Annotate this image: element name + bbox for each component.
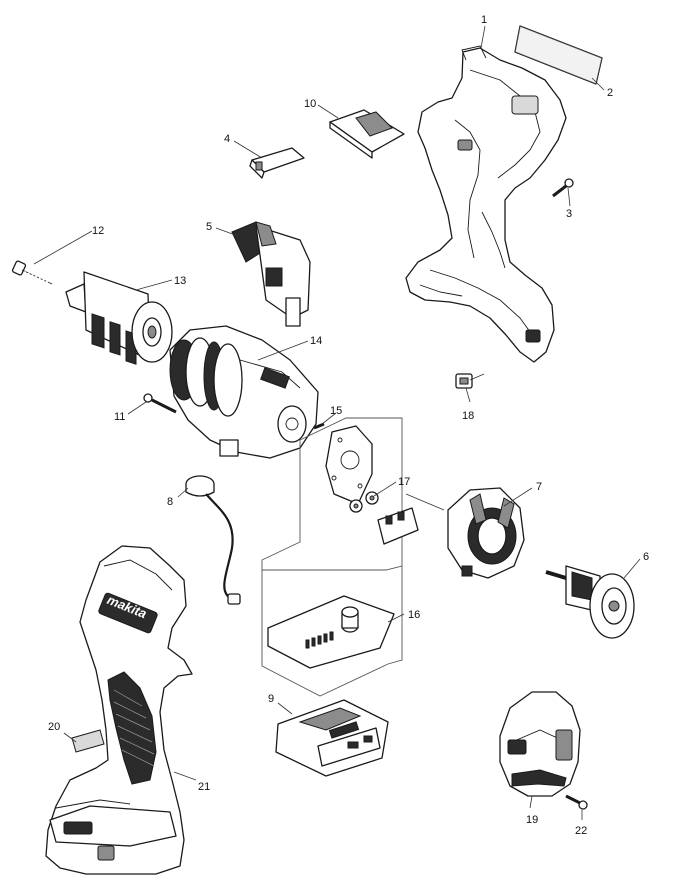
callout-9: 9 (268, 693, 274, 705)
wiring-lead (185, 475, 241, 605)
controller-board (267, 595, 395, 669)
leader-lines (33, 25, 641, 820)
trigger-switch (231, 221, 311, 327)
gear-assembly (169, 325, 319, 459)
callout-17: 17 (398, 476, 410, 488)
callout-22: 22 (575, 825, 587, 837)
callout-18: 18 (462, 410, 474, 422)
callout-13: 13 (174, 275, 186, 287)
terminal-set (349, 491, 419, 545)
motor-rotor (545, 565, 635, 639)
callout-10: 10 (304, 98, 316, 110)
switch-lever (329, 109, 405, 159)
housing-right-half (405, 45, 567, 363)
callout-1: 1 (481, 14, 487, 26)
motor-mounting-plate (325, 425, 373, 505)
clip-part-18 (455, 373, 473, 389)
callout-14: 14 (310, 335, 322, 347)
gear-screw (143, 393, 177, 414)
motor-stator (447, 487, 525, 579)
screw-part-22 (565, 794, 588, 810)
callout-16: 16 (408, 609, 420, 621)
callout-19: 19 (526, 814, 538, 826)
callout-21: 21 (198, 781, 210, 793)
reversing-switch-button (249, 147, 305, 179)
callout-2: 2 (607, 87, 613, 99)
callout-5: 5 (206, 221, 212, 233)
callout-4: 4 (224, 133, 230, 145)
rear-cover (499, 691, 581, 797)
callout-8: 8 (167, 496, 173, 508)
pin-part-15 (313, 422, 325, 430)
warning-label (71, 729, 105, 753)
housing-left-half: makita (45, 545, 193, 875)
controller-assembly-frame (261, 417, 403, 697)
callout-15: 15 (330, 405, 342, 417)
callout-12: 12 (92, 225, 104, 237)
callout-11: 11 (114, 411, 125, 423)
callout-numbers: 1 2 3 4 5 6 7 8 9 10 11 12 13 14 15 16 1… (48, 14, 649, 837)
callout-20: 20 (48, 721, 60, 733)
chuck-screw (11, 260, 53, 285)
battery-terminal (275, 699, 389, 777)
callout-3: 3 (566, 208, 572, 220)
screw-part-3 (552, 178, 574, 198)
callout-6: 6 (643, 551, 649, 563)
keyless-chuck (65, 271, 173, 365)
callout-7: 7 (536, 481, 542, 493)
nameplate-label (514, 25, 603, 85)
